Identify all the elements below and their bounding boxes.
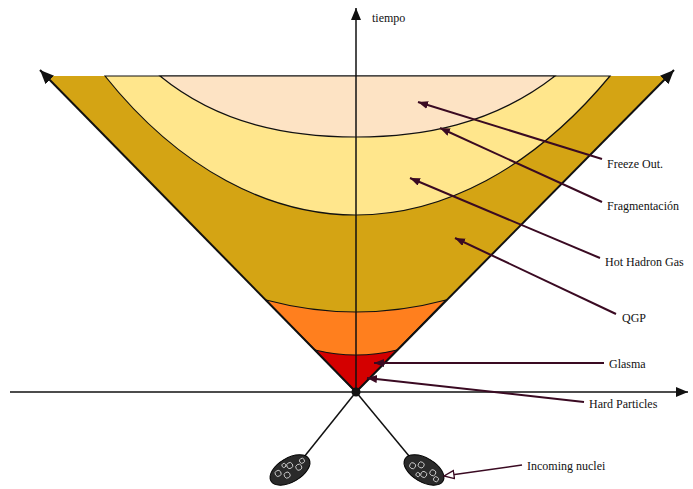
leader-line	[410, 178, 600, 258]
qgp-region	[46, 76, 668, 392]
region-label: Hot Hadron Gas	[605, 255, 684, 269]
region-label: QGP	[622, 311, 646, 325]
leader-line	[374, 362, 604, 364]
freeze-out-region	[160, 76, 555, 137]
time-axis	[355, 8, 357, 392]
leader-line	[455, 238, 616, 314]
nucleus-symbol	[265, 449, 315, 489]
collision-point	[352, 388, 361, 397]
leader-line	[444, 465, 522, 476]
leader-line	[440, 128, 602, 202]
region-label: Hard Particles	[589, 397, 657, 411]
axis-label: tiempo	[372, 11, 405, 25]
leader-line	[367, 378, 584, 402]
region-label: Freeze Out.	[607, 157, 663, 171]
space-axis	[10, 391, 688, 393]
nucleus-symbol	[399, 449, 449, 489]
light-cone-right	[356, 70, 674, 392]
region-label: Glasma	[609, 357, 646, 371]
region-label: Incoming nuclei	[527, 459, 605, 473]
nucleus-track	[300, 392, 356, 462]
region-label: Fragmentación	[607, 199, 679, 213]
hadron-gas-region	[105, 76, 610, 215]
light-cone-left	[40, 70, 356, 392]
nucleus-track	[356, 392, 414, 462]
